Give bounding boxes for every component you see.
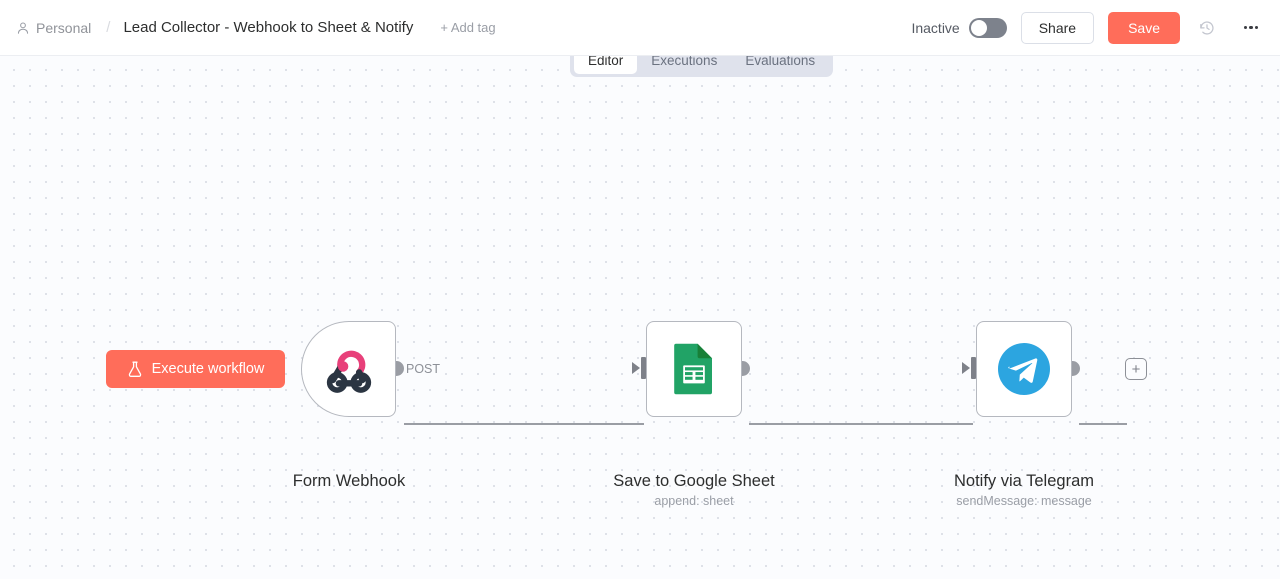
history-clock-icon: [1200, 20, 1214, 35]
workflow-history-button[interactable]: [1194, 15, 1220, 41]
breadcrumb-item-personal[interactable]: Personal: [12, 17, 95, 39]
tab-executions[interactable]: Executions: [651, 52, 718, 68]
workflow-canvas[interactable]: POST Execute workflow: [0, 56, 1280, 579]
node-caption-form-webhook: Form Webhook: [219, 471, 479, 491]
activation-control: Inactive: [911, 17, 1007, 38]
add-tag-button[interactable]: + Add tag: [440, 20, 496, 35]
app-header: Personal / Lead Collector - Webhook to S…: [0, 0, 1280, 56]
input-bar: [971, 357, 976, 379]
node-title-form-webhook: Form Webhook: [292, 472, 406, 490]
node-notify-via-telegram[interactable]: [976, 321, 1072, 417]
telegram-icon: [998, 343, 1050, 395]
connection-sheet-to-telegram[interactable]: [749, 423, 973, 425]
input-bar: [641, 357, 646, 379]
connection-webhook-to-sheet[interactable]: [404, 423, 644, 425]
more-options-button[interactable]: [1238, 15, 1264, 41]
node-subtitle-telegram: sendMessage: message: [956, 494, 1092, 508]
input-port-telegram[interactable]: [962, 357, 976, 379]
ellipsis-dot: [1249, 25, 1253, 30]
workflow-title[interactable]: Lead Collector - Webhook to Sheet & Noti…: [123, 19, 414, 36]
node-title-google-sheet: Save to Google Sheet: [613, 472, 775, 490]
node-title-telegram: Notify via Telegram: [953, 472, 1094, 490]
add-node-button[interactable]: +: [1125, 358, 1147, 380]
connection-telegram-to-add[interactable]: [1079, 423, 1127, 425]
google-sheets-icon: [674, 343, 712, 395]
activation-toggle[interactable]: [968, 17, 1007, 38]
flask-icon: [128, 361, 141, 377]
input-port-sheet[interactable]: [632, 357, 646, 379]
plus-icon: +: [1131, 360, 1141, 378]
node-form-webhook[interactable]: [301, 321, 396, 417]
input-arrow-icon: [962, 362, 970, 374]
node-subtitle-google-sheet: append: sheet: [654, 494, 734, 508]
breadcrumb-separator: /: [106, 19, 111, 36]
node-save-to-google-sheet[interactable]: [646, 321, 742, 417]
save-button[interactable]: Save: [1108, 11, 1180, 44]
ellipsis-dot: [1243, 25, 1247, 30]
node-caption-telegram: Notify via Telegram sendMessage: message: [894, 471, 1154, 509]
execute-workflow-button[interactable]: Execute workflow: [106, 350, 285, 388]
node-caption-google-sheet: Save to Google Sheet append: sheet: [564, 471, 824, 509]
toggle-knob: [970, 19, 987, 36]
input-arrow-icon: [632, 362, 640, 374]
person-icon: [17, 21, 29, 34]
tab-evaluations[interactable]: Evaluations: [745, 52, 816, 68]
share-button[interactable]: Share: [1020, 11, 1095, 44]
webhook-icon: [326, 350, 371, 393]
activation-label: Inactive: [911, 19, 960, 36]
connection-label-post: POST: [404, 362, 443, 376]
execute-workflow-label: Execute workflow: [151, 361, 265, 377]
breadcrumb-personal-label: Personal: [36, 19, 92, 36]
breadcrumb: Personal / Lead Collector - Webhook to S…: [0, 16, 501, 39]
header-actions: Inactive Share Save: [911, 11, 1280, 44]
ellipsis-dot: [1255, 25, 1259, 30]
